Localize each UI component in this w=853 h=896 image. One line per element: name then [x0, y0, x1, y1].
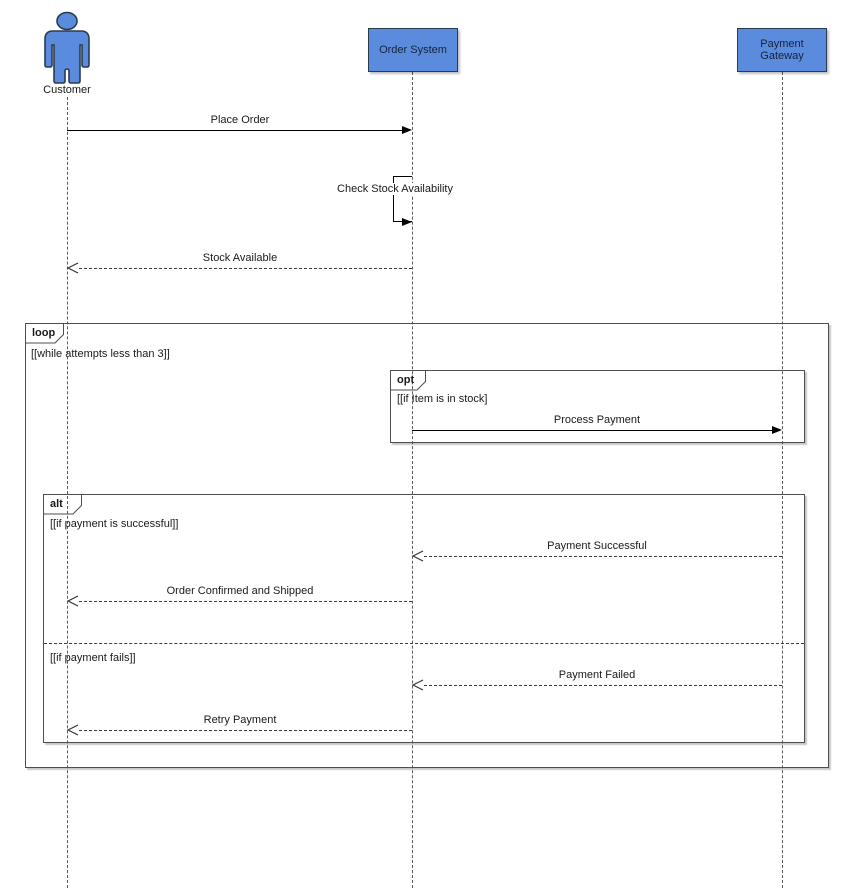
loop-operator-label: loop	[32, 327, 56, 339]
message-label-check-stock: Check Stock Availability	[335, 183, 455, 195]
arrowhead-process-payment-icon	[772, 425, 782, 434]
message-label-retry-payment: Retry Payment	[203, 714, 277, 726]
message-label-process-payment: Process Payment	[553, 414, 641, 426]
message-line-retry-payment	[79, 730, 412, 731]
loop-guard-label: [[while attempts less than 3]]	[31, 348, 170, 360]
arrowhead-retry-payment-icon	[67, 724, 79, 736]
arrowhead-payment-successful-icon	[412, 550, 424, 562]
alt-guard-fail-label: [[if payment fails]]	[50, 652, 136, 664]
message-label-order-confirmed: Order Confirmed and Shipped	[166, 585, 314, 597]
alt-fragment: alt [[if payment is successful]] [[if pa…	[43, 494, 805, 743]
message-line-order-confirmed	[79, 601, 412, 602]
arrowhead-check-stock-icon	[402, 217, 412, 226]
lifeline-order-system	[412, 72, 413, 888]
arrowhead-order-confirmed-icon	[67, 595, 79, 607]
loop-fragment-tab	[25, 323, 64, 344]
alt-divider	[44, 643, 804, 644]
alt-fragment-tab	[43, 494, 82, 515]
arrowhead-place-order-icon	[402, 125, 412, 134]
message-label-payment-failed: Payment Failed	[558, 669, 636, 681]
participant-label-customer: Customer	[43, 84, 91, 96]
participant-box-order-system: Order System	[368, 28, 458, 72]
message-line-place-order	[67, 130, 403, 131]
lifeline-customer	[67, 97, 68, 888]
opt-fragment: opt [[if Item is in stock]	[390, 370, 805, 443]
alt-guard-success-label: [[if payment is successful]]	[50, 518, 179, 530]
participant-label-order-system: Order System	[379, 44, 447, 56]
alt-operator-label: alt	[50, 498, 63, 510]
message-line-process-payment	[412, 430, 772, 431]
participant-label-payment-gateway: Payment Gateway	[760, 38, 804, 62]
message-line-stock-available	[79, 268, 412, 269]
message-label-payment-successful: Payment Successful	[547, 540, 647, 552]
arrowhead-stock-available-icon	[67, 262, 79, 274]
opt-guard-label: [[if Item is in stock]	[397, 393, 488, 405]
message-line-payment-successful	[424, 556, 782, 557]
participant-box-payment-gateway: Payment Gateway	[737, 28, 827, 72]
loop-fragment: loop [[while attempts less than 3]]	[25, 323, 829, 768]
lifeline-payment-gateway	[782, 72, 783, 888]
opt-operator-label: opt	[397, 374, 415, 386]
message-label-place-order: Place Order	[210, 114, 270, 126]
opt-fragment-tab	[390, 370, 426, 391]
arrowhead-payment-failed-icon	[412, 679, 424, 691]
customer-actor-icon	[44, 11, 90, 84]
message-line-payment-failed	[424, 685, 782, 686]
message-label-stock-available: Stock Available	[202, 252, 278, 264]
